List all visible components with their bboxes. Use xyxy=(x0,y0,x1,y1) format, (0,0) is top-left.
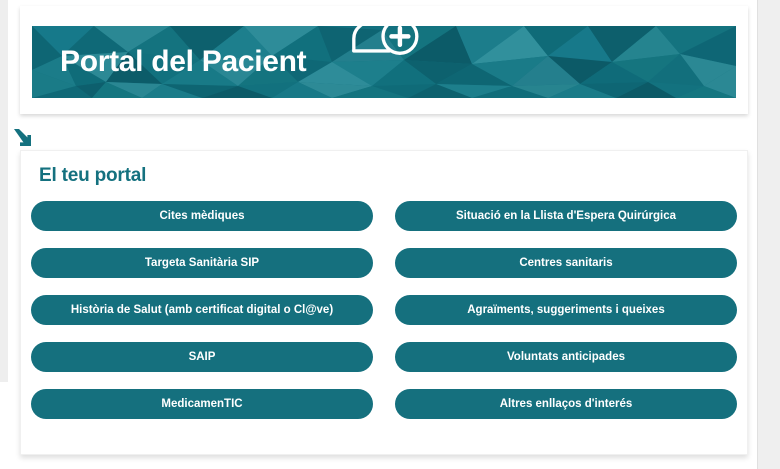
portal-heading: El teu portal xyxy=(39,165,147,186)
portal-link-altres-enllacos-interes[interactable]: Altres enllaços d'interés xyxy=(395,389,737,419)
right-gutter-strip xyxy=(757,0,780,469)
arrow-down-right-icon xyxy=(14,129,31,146)
left-gutter-strip xyxy=(0,0,8,382)
portal-link-centres-sanitaris[interactable]: Centres sanitaris xyxy=(395,248,737,278)
patient-add-icon xyxy=(352,26,419,55)
portal-link-historia-de-salut[interactable]: Història de Salut (amb certificat digita… xyxy=(31,295,373,325)
banner: Portal del Pacient xyxy=(32,26,736,98)
portal-link-agraiments-suggeriments-queixes[interactable]: Agraïments, suggeriments i queixes xyxy=(395,295,737,325)
portal-links-grid: Cites mèdiques Situació en la Llista d'E… xyxy=(31,201,737,419)
portal-link-voluntats-anticipades[interactable]: Voluntats anticipades xyxy=(395,342,737,372)
portal-link-llista-espera-quirurgica[interactable]: Situació en la Llista d'Espera Quirúrgic… xyxy=(395,201,737,231)
portal-link-saip[interactable]: SAIP xyxy=(31,342,373,372)
portal-link-cites-mediques[interactable]: Cites mèdiques xyxy=(31,201,373,231)
portal-link-medicamentic[interactable]: MedicamenTIC xyxy=(31,389,373,419)
portal-card: El teu portal Cites mèdiques Situació en… xyxy=(20,150,748,455)
banner-title: Portal del Pacient xyxy=(60,45,307,78)
low-poly-pattern xyxy=(32,26,736,98)
portal-link-targeta-sanitaria-sip[interactable]: Targeta Sanitària SIP xyxy=(31,248,373,278)
banner-card: Portal del Pacient xyxy=(20,6,748,114)
